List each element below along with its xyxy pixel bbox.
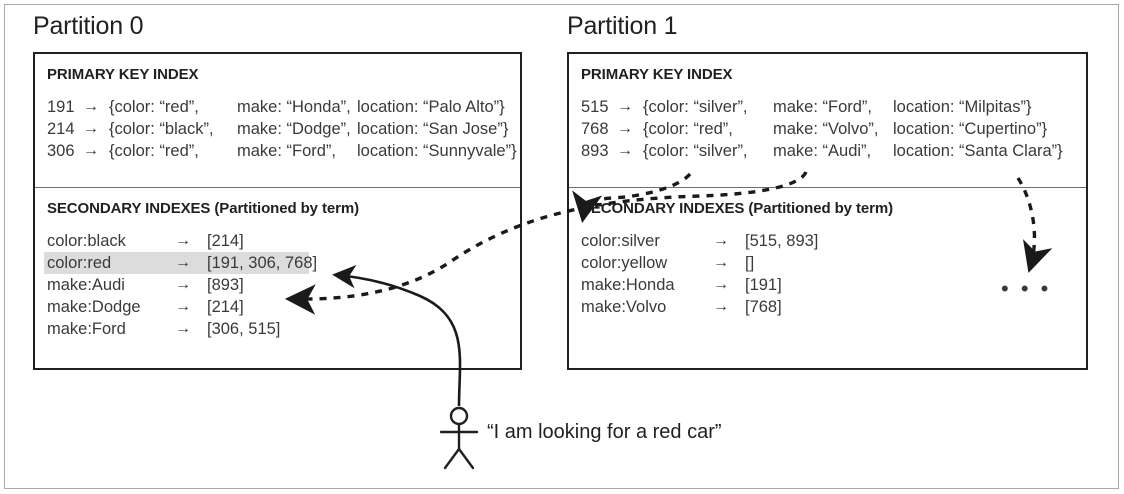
maps-to-arrow-icon: → [83,98,99,115]
maps-to-arrow-icon: → [175,254,191,271]
secondary-index-value-list: [306, 515] [207,320,281,338]
partition-0-section-divider [35,187,520,188]
record-make-field: make: “Ford”, [237,142,337,160]
secondary-index-term: make:Honda [581,276,675,294]
primary-key-id: 306 [47,142,75,160]
partition-0-box: PRIMARY KEY INDEX 191 → {color: “red”, make… [33,52,522,370]
maps-to-arrow-icon: → [617,98,633,115]
record-location-field: location: “Sunnyvale”} [357,142,517,160]
secondary-index-value-list: [214] [207,232,244,250]
record-make-field: make: “Volvo”, [773,120,879,138]
secondary-index-term: color:silver [581,232,660,250]
record-location-field: location: “Milpitas”} [893,98,1032,116]
record-color-field: {color: “silver”, [643,98,748,116]
secondary-index-term: color:black [47,232,126,250]
record-color-field: {color: “black”, [109,120,214,138]
maps-to-arrow-icon: → [175,232,191,249]
secondary-index-value-list: [515, 893] [745,232,819,250]
partition-1-secondary-heading: SECONDARY INDEXES (Partitioned by term) [581,200,893,217]
record-location-field: location: “Palo Alto”} [357,98,505,116]
overflow-ellipsis: • • • [1001,276,1052,301]
partition-0-primary-heading: PRIMARY KEY INDEX [47,66,199,83]
record-make-field: make: “Audi”, [773,142,872,160]
maps-to-arrow-icon: → [175,276,191,293]
secondary-index-term: color:red [47,254,112,272]
maps-to-arrow-icon: → [713,232,729,249]
record-color-field: {color: “red”, [643,120,733,138]
partition-1-section-divider [569,187,1086,188]
maps-to-arrow-icon: → [617,120,633,137]
partition-0-title: Partition 0 [33,12,144,40]
record-location-field: location: “Santa Clara”} [893,142,1063,160]
primary-key-id: 191 [47,98,75,116]
figure-outer-frame [4,4,1119,489]
secondary-index-value-list: [191] [745,276,782,294]
maps-to-arrow-icon: → [175,320,191,337]
record-location-field: location: “Cupertino”} [893,120,1048,138]
secondary-index-term: make:Ford [47,320,126,338]
secondary-index-term: make:Audi [47,276,125,294]
maps-to-arrow-icon: → [83,120,99,137]
secondary-index-term: make:Volvo [581,298,667,316]
primary-key-id: 893 [581,142,609,160]
primary-key-id: 768 [581,120,609,138]
secondary-index-value-list: [191, 306, 768] [207,254,318,272]
record-location-field: location: “San Jose”} [357,120,509,138]
maps-to-arrow-icon: → [175,298,191,315]
record-make-field: make: “Honda”, [237,98,351,116]
partition-1-title: Partition 1 [567,12,678,40]
partition-0-secondary-heading: SECONDARY INDEXES (Partitioned by term) [47,200,359,217]
secondary-index-value-list: [893] [207,276,244,294]
secondary-index-value-list: [768] [745,298,782,316]
record-color-field: {color: “red”, [109,142,199,160]
maps-to-arrow-icon: → [713,254,729,271]
maps-to-arrow-icon: → [713,298,729,315]
partition-1-primary-heading: PRIMARY KEY INDEX [581,66,733,83]
record-make-field: make: “Dodge”, [237,120,351,138]
record-color-field: {color: “red”, [109,98,199,116]
secondary-index-value-list: [] [745,254,755,272]
record-make-field: make: “Ford”, [773,98,873,116]
secondary-index-value-list: [214] [207,298,244,316]
maps-to-arrow-icon: → [83,142,99,159]
primary-key-id: 214 [47,120,75,138]
secondary-index-term: color:yellow [581,254,668,272]
secondary-index-term: make:Dodge [47,298,141,316]
partition-1-box: PRIMARY KEY INDEX 515 → {color: “silver”, m… [567,52,1088,370]
maps-to-arrow-icon: → [617,142,633,159]
primary-key-id: 515 [581,98,609,116]
record-color-field: {color: “silver”, [643,142,748,160]
user-quote: “I am looking for a red car” [487,421,722,443]
maps-to-arrow-icon: → [713,276,729,293]
